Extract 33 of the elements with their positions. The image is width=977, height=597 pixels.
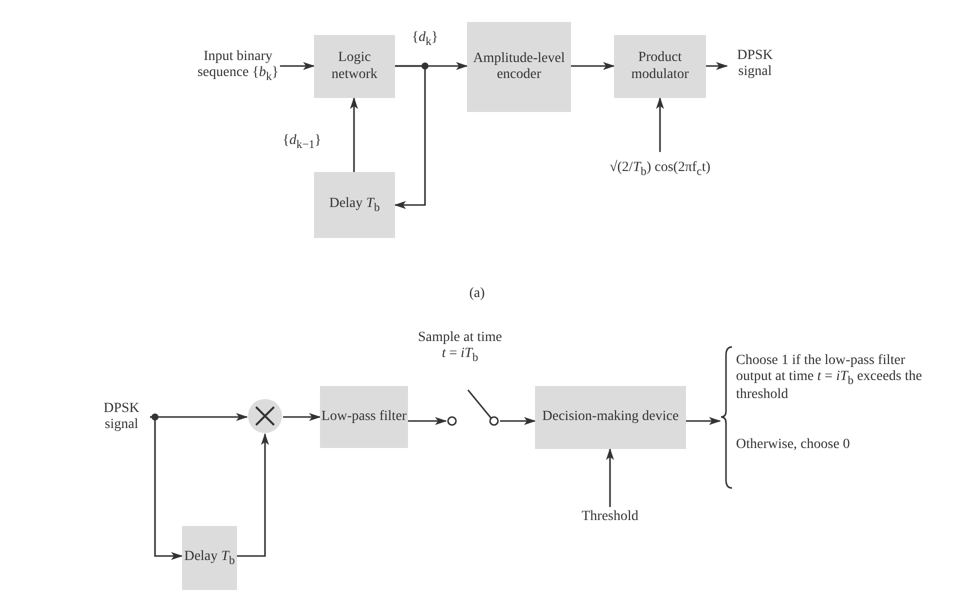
text-label: DPSK signal [93,400,150,434]
arrow [237,433,269,557]
caption-text: Sample at time t = iT$_{b}$ [418,330,502,364]
signal-label: {d$_{k}$} [410,30,440,48]
process-box: Product modulator [614,35,706,98]
arrow [500,417,536,425]
arrow [280,62,315,70]
process-box: Delay T$_{b}$ [182,526,237,590]
arrow [606,448,614,507]
process-box: Amplitude-level encoder [467,22,571,112]
arrow [283,413,321,421]
arrow [408,417,447,425]
formula-label: √(2/T$_{b}$) cos(2πf$_{c}$t) [585,152,735,186]
arrow [350,97,358,172]
arrow [686,417,721,425]
figure-label: (a) [468,286,486,302]
arrow [656,97,664,152]
multiplier-circle [247,398,283,434]
decision-rule-text: Otherwise, choose 0 [736,437,851,454]
process-box: Logic network [314,35,395,98]
signal-label: {d$_{k−1}$} [282,133,322,152]
process-box: Low-pass filter [320,386,408,448]
arrow [150,416,183,560]
text-label: Input binary sequence {b$_{k}$} [196,34,280,98]
arrow [394,65,426,209]
text-label: Threshold [565,507,655,527]
arrow [571,62,615,70]
text-label: DPSK signal [727,44,783,84]
process-box: Decision-making device [535,386,686,449]
switch-symbol [446,388,500,426]
process-box: Delay T$_{b}$ [314,172,395,238]
decision-rule-text: Choose 1 if the low-pass filter output at time t = iT$_{b}$ exceeds the threshold [736,353,923,404]
arrow [706,62,728,70]
